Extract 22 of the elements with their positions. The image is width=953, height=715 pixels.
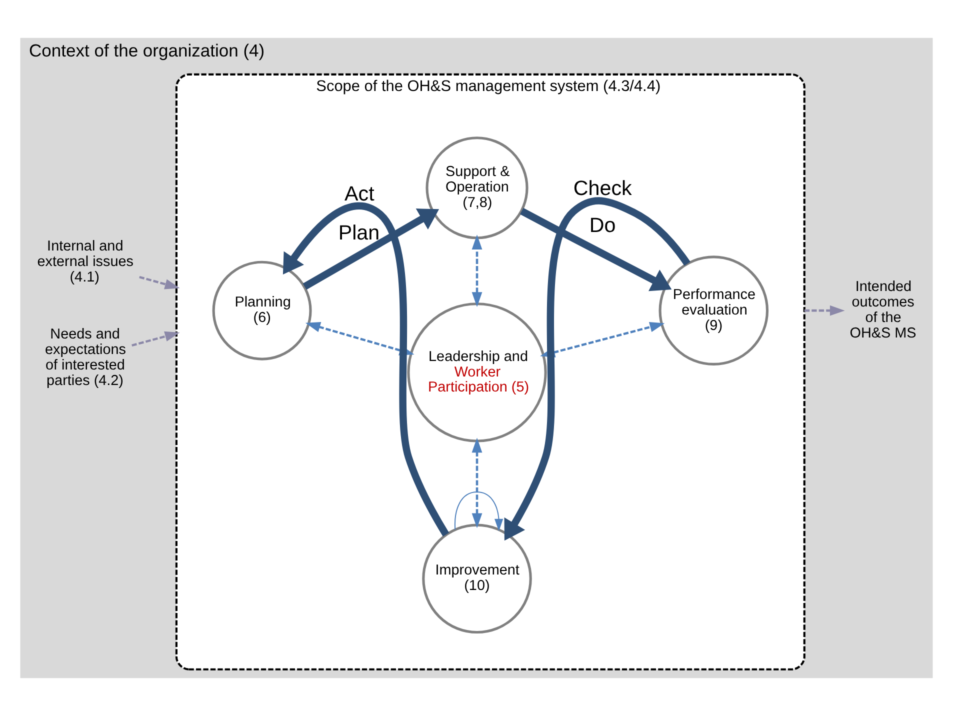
node-text: Intended outcomes of the OH&S MS [850,278,916,342]
node-text: Needs and expectations of interested parties (4.2) [45,326,126,389]
edge-label: Act [344,182,374,205]
arrow [132,330,180,346]
arrow [504,196,690,540]
node-text: Internal and external issues (4.1) [37,238,134,285]
edge-label: Check [573,176,632,200]
arrow [454,491,504,531]
node-circle: Planning (6) [212,260,312,360]
edge-label: Plan [338,220,380,244]
node-circle: Leadership and Worker Participation (5) [407,302,547,442]
node-circle: Improvement (10) [422,523,532,634]
arrow [139,275,180,289]
arrow [302,208,440,290]
edge-label: Do [589,214,616,237]
node-circle: Support & Operation (7,8) [426,136,528,239]
arrow [472,437,482,528]
arrow [282,202,450,536]
arrow [804,304,845,316]
arrow [520,207,672,291]
node-circle: Performance evaluation (9) [658,255,769,365]
arrow [472,234,482,307]
